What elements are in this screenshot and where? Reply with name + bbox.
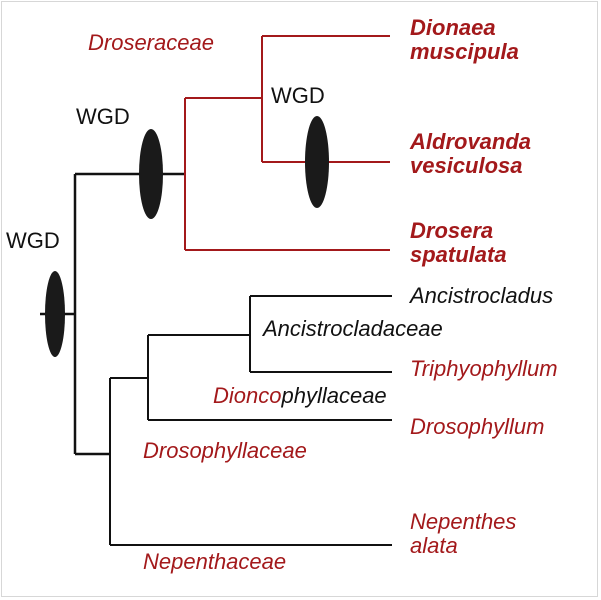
family-label-nepenthaceae: Nepenthaceae [143,549,287,574]
drosera-genus: Drosera [410,218,494,243]
family-label-ancistrocladaceae: Ancistrocladaceae [263,316,443,341]
species-label-drosophyllum: Drosophyllum [410,414,545,439]
aldrovanda-epithet: vesiculosa [410,153,523,178]
aldrovanda-genus: Aldrovanda [410,129,532,154]
species-label-dionaea: Dionaea muscipula [410,16,519,64]
dionaea-epithet: muscipula [410,39,519,64]
nepenthes-genus: Nepenthes [410,509,517,534]
family-label-droseraceae: Droseraceae [88,30,214,55]
dionaea-genus: Dionaea [410,15,496,40]
wgd-label-dionaea-aldrovanda: WGD [271,83,325,108]
species-label-nepenthes: Nepenthes alata [410,510,516,558]
species-label-drosera: Drosera spatulata [410,219,507,267]
nepenthes-epithet: alata [410,533,458,558]
wgd-label-root: WGD [6,228,60,253]
wgd-label-droseraceae: WGD [76,104,130,129]
wgd-marker-dionaea-aldrovanda [305,116,329,208]
dioncophyllaceae-black-part: phyllaceae [281,383,387,408]
family-label-dioncophyllaceae: Dioncophyllaceae [213,384,387,408]
drosera-epithet: spatulata [410,242,507,267]
species-label-triphyophyllum: Triphyophyllum [410,356,558,381]
dioncophyllaceae-red-part: Dionco [213,383,282,408]
species-label-ancistrocladus: Ancistrocladus [410,283,554,308]
species-label-aldrovanda: Aldrovanda vesiculosa [410,130,531,178]
family-label-drosophyllaceae: Drosophyllaceae [143,438,307,463]
wgd-marker-root [45,271,65,357]
wgd-marker-droseraceae [139,129,163,219]
